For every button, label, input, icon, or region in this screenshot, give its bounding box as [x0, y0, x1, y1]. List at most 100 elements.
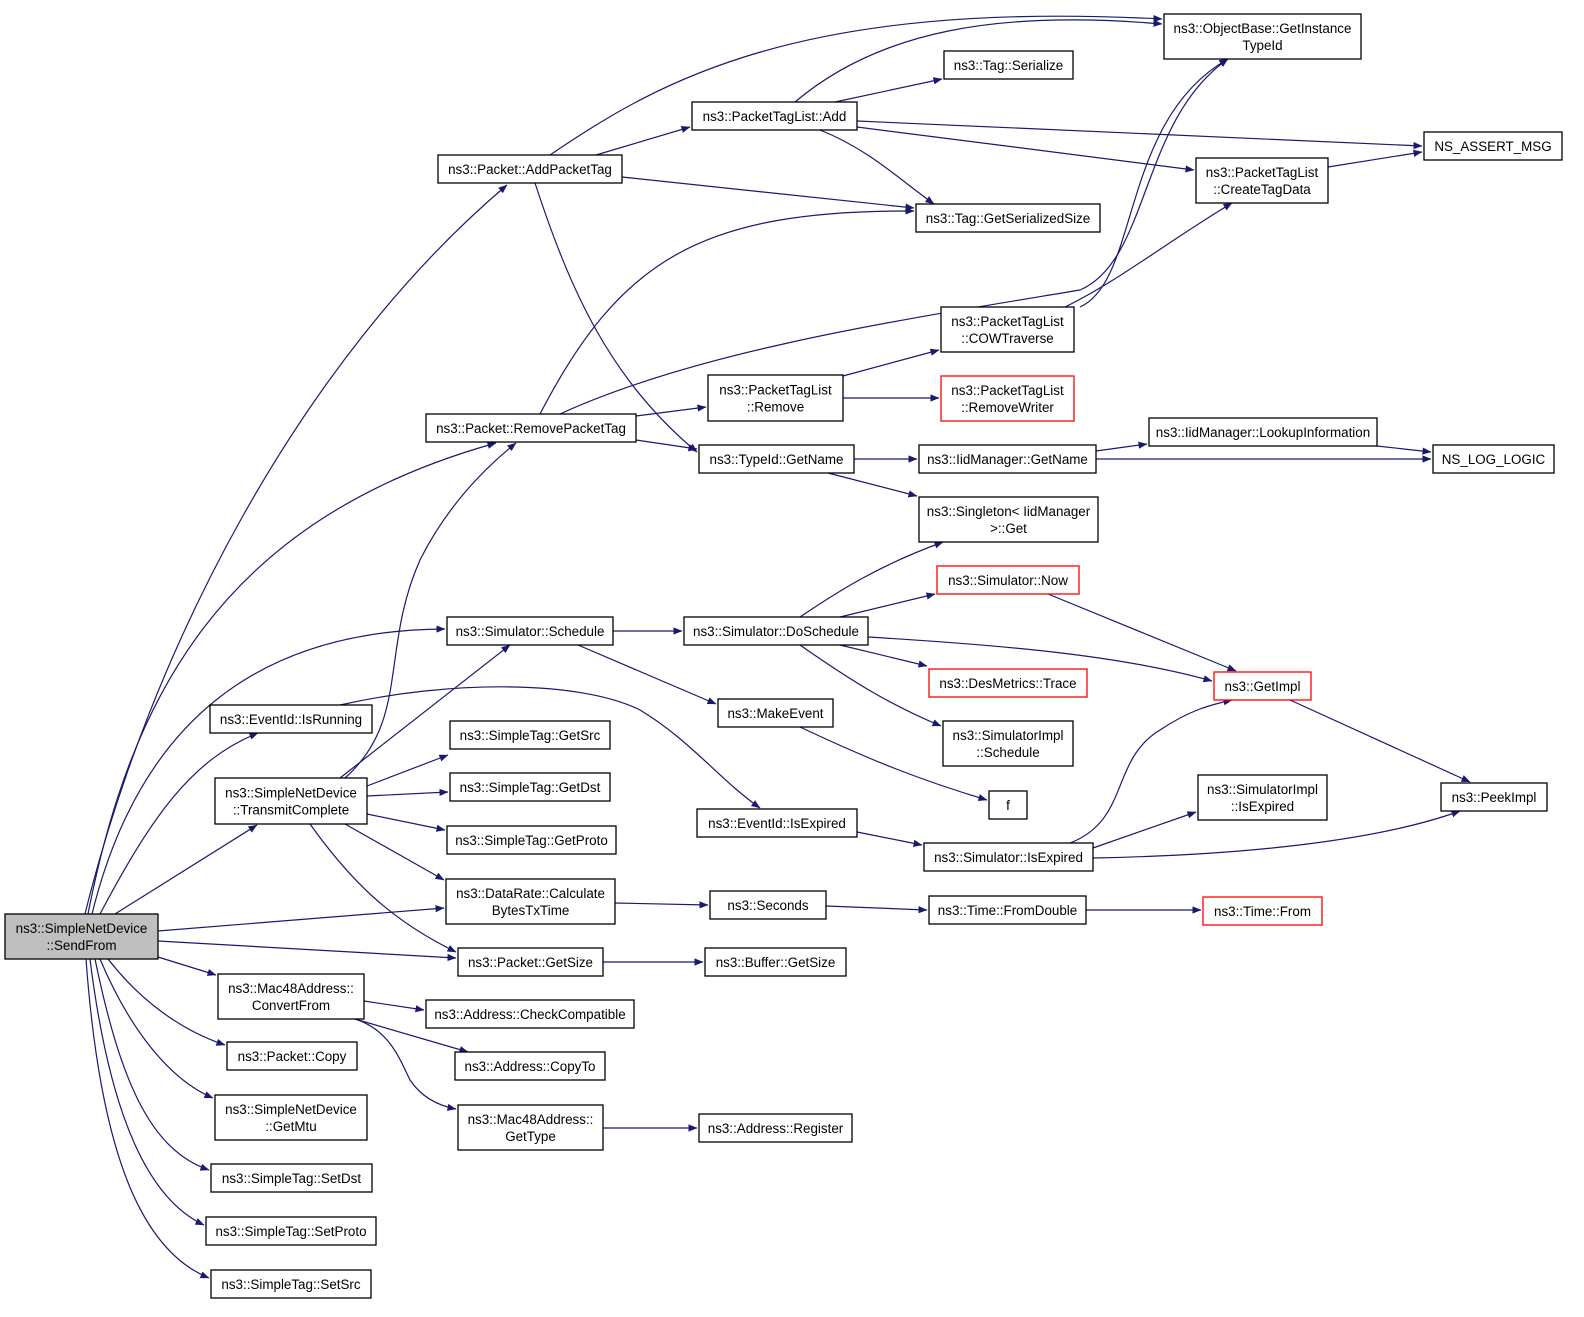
node-box — [226, 1041, 358, 1071]
node-packetgetsize[interactable]: ns3::Packet::GetSize — [457, 947, 604, 977]
edge-ptladd-to-getinstancetypeid — [794, 19, 1163, 103]
node-schedule[interactable]: ns3::Simulator::Schedule — [446, 616, 614, 646]
node-getimpl[interactable]: ns3::GetImpl — [1213, 671, 1312, 701]
node-label: ns3::IidManager::LookupInformation — [1156, 425, 1370, 440]
node-cowtraverse[interactable]: ns3::PacketTagList::COWTraverse — [940, 306, 1075, 353]
edge-transmitcomplete-to-getsrc — [366, 754, 449, 787]
node-label: ns3::TypeId::GetName — [710, 452, 844, 467]
node-nsassertmsg[interactable]: NS_ASSERT_MSG — [1423, 131, 1563, 161]
node-ptladd[interactable]: ns3::PacketTagList::Add — [691, 101, 858, 131]
node-label: ::GetMtu — [265, 1119, 316, 1134]
node-packetcopy[interactable]: ns3::Packet::Copy — [226, 1041, 358, 1071]
node-seconds[interactable]: ns3::Seconds — [709, 890, 827, 920]
edge-sendfrom-to-addpackettag — [84, 184, 508, 915]
node-setdst[interactable]: ns3::SimpleTag::SetDst — [210, 1163, 373, 1193]
node-label: ::SendFrom — [47, 938, 117, 953]
edge-calculate-to-seconds — [614, 901, 709, 909]
node-box — [704, 947, 847, 977]
node-box — [928, 668, 1088, 698]
node-transmitcomplete[interactable]: ns3::SimpleNetDevice::TransmitComplete — [214, 777, 368, 825]
node-nsloglogic[interactable]: NS_LOG_LOGIC — [1432, 444, 1555, 474]
edge-getimpl-to-peekimpl — [1289, 699, 1471, 783]
edge-doschedule-to-now — [839, 592, 936, 618]
node-getsrc[interactable]: ns3::SimpleTag::GetSrc — [449, 720, 611, 750]
node-box — [214, 777, 368, 825]
node-box — [1213, 671, 1312, 701]
node-removewriter[interactable]: ns3::PacketTagList::RemoveWriter — [940, 375, 1075, 422]
node-box — [1163, 13, 1362, 60]
node-addpackettag[interactable]: ns3::Packet::AddPacketTag — [437, 154, 623, 184]
node-label: ::CreateTagData — [1213, 182, 1311, 197]
node-convertfrom[interactable]: ns3::Mac48Address::ConvertFrom — [217, 973, 365, 1020]
edge-convertfrom-to-copyto — [354, 1018, 469, 1054]
node-copyto[interactable]: ns3::Address::CopyTo — [454, 1051, 606, 1081]
edge-schedule-to-makeevent — [577, 644, 717, 705]
node-label: ns3::SimpleTag::GetDst — [460, 780, 601, 795]
edges-layer — [84, 14, 1471, 1279]
node-register[interactable]: ns3::Address::Register — [698, 1113, 853, 1143]
node-box — [918, 496, 1099, 543]
node-gettype[interactable]: ns3::Mac48Address::GetType — [457, 1104, 604, 1151]
node-box — [988, 790, 1028, 820]
node-box — [1440, 782, 1548, 812]
node-lookupinfo[interactable]: ns3::IidManager::LookupInformation — [1148, 417, 1378, 447]
node-createtagdata[interactable]: ns3::PacketTagList::CreateTagData — [1195, 157, 1329, 204]
node-ptlremove[interactable]: ns3::PacketTagList::Remove — [707, 374, 844, 422]
node-box — [1197, 774, 1328, 821]
node-simisexpired[interactable]: ns3::Simulator::IsExpired — [923, 842, 1094, 872]
edge-addpackettag-to-getinstancetypeid — [549, 14, 1163, 156]
edge-addpackettag-to-typeidgetname — [534, 182, 698, 453]
node-box — [943, 50, 1074, 80]
edge-transmitcomplete-to-getdst — [366, 788, 449, 797]
node-box — [1195, 157, 1329, 204]
node-now[interactable]: ns3::Simulator::Now — [936, 565, 1080, 595]
node-label: ::COWTraverse — [961, 331, 1054, 346]
node-makeevent[interactable]: ns3::MakeEvent — [717, 698, 834, 728]
edge-sendfrom-to-convertfrom — [157, 956, 217, 976]
node-doschedule[interactable]: ns3::Simulator::DoSchedule — [683, 616, 869, 646]
node-timefrom[interactable]: ns3::Time::From — [1202, 896, 1323, 926]
node-setproto[interactable]: ns3::SimpleTag::SetProto — [205, 1216, 377, 1246]
node-box — [709, 890, 827, 920]
node-simimplisexpired[interactable]: ns3::SimulatorImpl::IsExpired — [1197, 774, 1328, 821]
edge-sendfrom-to-getmtu — [99, 958, 214, 1099]
node-tagserialize[interactable]: ns3::Tag::Serialize — [943, 50, 1074, 80]
node-label: ConvertFrom — [252, 998, 330, 1013]
node-box — [445, 878, 616, 925]
node-label: ns3::Simulator::IsExpired — [934, 850, 1083, 865]
node-box — [210, 1269, 372, 1299]
node-box — [928, 895, 1087, 925]
node-label: ::RemoveWriter — [961, 400, 1054, 415]
node-f[interactable]: f — [988, 790, 1028, 820]
node-setsrc[interactable]: ns3::SimpleTag::SetSrc — [210, 1269, 372, 1299]
node-getdst[interactable]: ns3::SimpleTag::GetDst — [449, 772, 611, 802]
edge-isrunning-to-isexpired — [339, 686, 761, 809]
node-isrunning[interactable]: ns3::EventId::IsRunning — [209, 704, 373, 734]
node-checkcompatible[interactable]: ns3::Address::CheckCompatible — [425, 999, 635, 1029]
node-sendfrom[interactable]: ns3::SimpleNetDevice::SendFrom — [4, 913, 159, 960]
node-getproto[interactable]: ns3::SimpleTag::GetProto — [446, 825, 617, 855]
node-label: BytesTxTime — [492, 903, 570, 918]
edge-sendfrom-to-schedule — [91, 625, 446, 915]
node-removepackettag[interactable]: ns3::Packet::RemovePacketTag — [425, 413, 637, 443]
edge-doschedule-to-getimpl — [867, 636, 1213, 683]
node-typeidgetname[interactable]: ns3::TypeId::GetName — [698, 444, 855, 474]
node-label: NS_ASSERT_MSG — [1434, 139, 1551, 154]
node-label: ns3::Mac48Address:: — [228, 981, 354, 996]
node-singletonget[interactable]: ns3::Singleton< IidManager>::Get — [918, 496, 1099, 543]
edge-removepackettag-to-getserializedsize — [539, 207, 915, 415]
node-iidgetname[interactable]: ns3::IidManager::GetName — [918, 444, 1097, 474]
node-getserializedsize[interactable]: ns3::Tag::GetSerializedSize — [915, 203, 1101, 233]
node-getmtu[interactable]: ns3::SimpleNetDevice::GetMtu — [214, 1094, 368, 1141]
node-fromdouble[interactable]: ns3::Time::FromDouble — [928, 895, 1087, 925]
node-label: ns3::Simulator::Schedule — [456, 624, 605, 639]
node-box — [449, 720, 611, 750]
node-isexpired[interactable]: ns3::EventId::IsExpired — [696, 808, 858, 838]
node-buffergetsize[interactable]: ns3::Buffer::GetSize — [704, 947, 847, 977]
node-desmetrics[interactable]: ns3::DesMetrics::Trace — [928, 668, 1088, 698]
node-label: ns3::ObjectBase::GetInstance — [1174, 21, 1352, 36]
node-peekimpl[interactable]: ns3::PeekImpl — [1440, 782, 1548, 812]
node-simimplschedule[interactable]: ns3::SimulatorImpl::Schedule — [942, 720, 1074, 767]
